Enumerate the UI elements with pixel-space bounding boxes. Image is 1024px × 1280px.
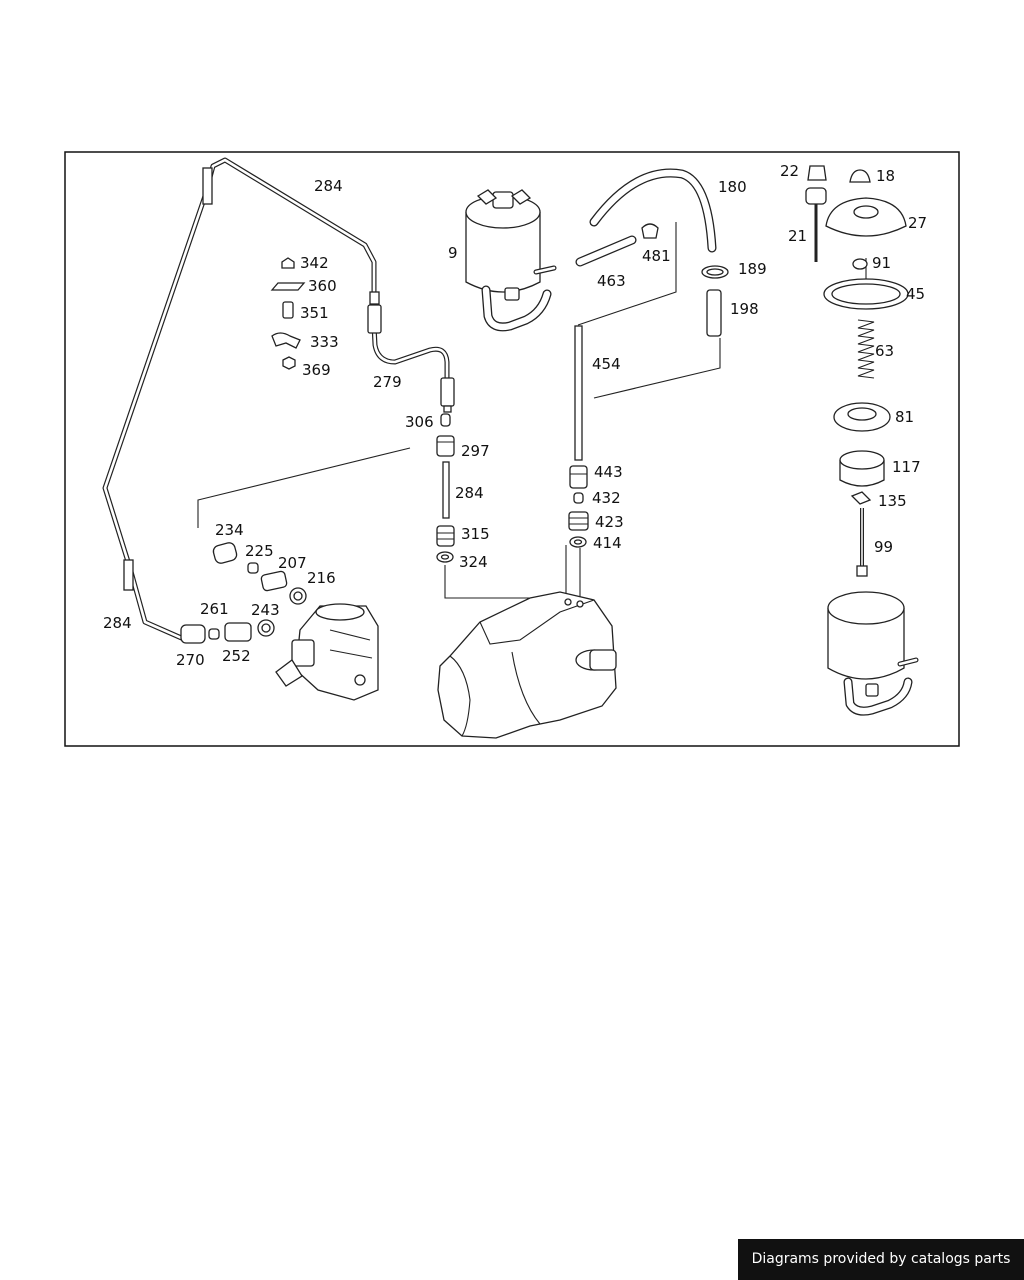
clamp-481 [641, 223, 659, 239]
footer-text: Diagrams provided by catalogs parts [751, 1251, 1011, 1267]
callout-27: 27 [908, 214, 927, 232]
callout-270: 270 [176, 651, 205, 669]
callout-432: 432 [592, 489, 621, 507]
callout-463: 463 [597, 272, 626, 290]
spring-63 [857, 319, 875, 379]
callout-297: 297 [461, 442, 490, 460]
hose-463 [575, 235, 637, 267]
callout-252: 252 [222, 647, 251, 665]
diagram-frame [64, 151, 960, 747]
callout-18: 18 [876, 167, 895, 185]
washer-135 [850, 491, 872, 505]
hose-198 [706, 289, 722, 337]
clamp-189 [701, 265, 729, 279]
fittings-306-297 [436, 413, 455, 457]
bolt-99 [856, 508, 868, 577]
callout-261: 261 [200, 600, 229, 618]
vacuum-pump-left [275, 603, 379, 701]
callout-315: 315 [461, 525, 490, 543]
callout-22: 22 [780, 162, 799, 180]
callout-81: 81 [895, 408, 914, 426]
seat-81 [833, 402, 891, 432]
callout-135: 135 [878, 492, 907, 510]
callout-180: 180 [718, 178, 747, 196]
fittings-315-324 [436, 525, 455, 563]
callout-45: 45 [906, 285, 925, 303]
cap-22 [807, 165, 827, 181]
callout-443: 443 [594, 463, 623, 481]
callout-481: 481 [642, 247, 671, 265]
callout-454: 454 [592, 355, 621, 373]
callout-284-top: 284 [314, 177, 343, 195]
sleeve-117 [839, 450, 885, 487]
callout-216: 216 [307, 569, 336, 587]
callout-324: 324 [459, 553, 488, 571]
hose-180 [589, 168, 717, 253]
callout-351: 351 [300, 304, 329, 322]
fittings-443-414 [568, 465, 589, 548]
small-parts-342-369 [270, 257, 306, 370]
callout-342: 342 [300, 254, 329, 272]
reservoir-bottom [827, 591, 919, 716]
pipe-279 [367, 291, 455, 413]
nut-91 [852, 258, 868, 270]
callout-117: 117 [892, 458, 921, 476]
callout-63: 63 [875, 342, 894, 360]
callout-333: 333 [310, 333, 339, 351]
pipe-454 [574, 325, 583, 461]
gasket-45 [823, 278, 909, 310]
transmission-housing [437, 591, 617, 739]
callout-369: 369 [302, 361, 331, 379]
callout-189: 189 [738, 260, 767, 278]
callout-423: 423 [595, 513, 624, 531]
callout-21: 21 [788, 227, 807, 245]
reservoir-9 [465, 189, 557, 332]
pipe-284-center [442, 461, 450, 519]
leader-lines [197, 222, 867, 600]
callout-198: 198 [730, 300, 759, 318]
callout-243: 243 [251, 601, 280, 619]
footer-banner: Diagrams provided by catalogs parts [738, 1239, 1024, 1280]
callout-207: 207 [278, 554, 307, 572]
cover-27 [825, 197, 907, 237]
cap-18 [849, 169, 871, 183]
callout-labels: 284 342 360 351 333 369 279 306 297 284 … [103, 162, 927, 669]
callout-9: 9 [448, 244, 458, 262]
pipe-284-left [102, 157, 377, 643]
fittings-234-252 [180, 542, 307, 644]
callout-234: 234 [215, 521, 244, 539]
callout-360: 360 [308, 277, 337, 295]
callout-284-center: 284 [455, 484, 484, 502]
callout-225: 225 [245, 542, 274, 560]
callout-91: 91 [872, 254, 891, 272]
callout-279: 279 [373, 373, 402, 391]
callout-284-left: 284 [103, 614, 132, 632]
callout-414: 414 [593, 534, 622, 552]
pin-21 [805, 187, 827, 262]
callout-306: 306 [405, 413, 434, 431]
callout-99: 99 [874, 538, 893, 556]
